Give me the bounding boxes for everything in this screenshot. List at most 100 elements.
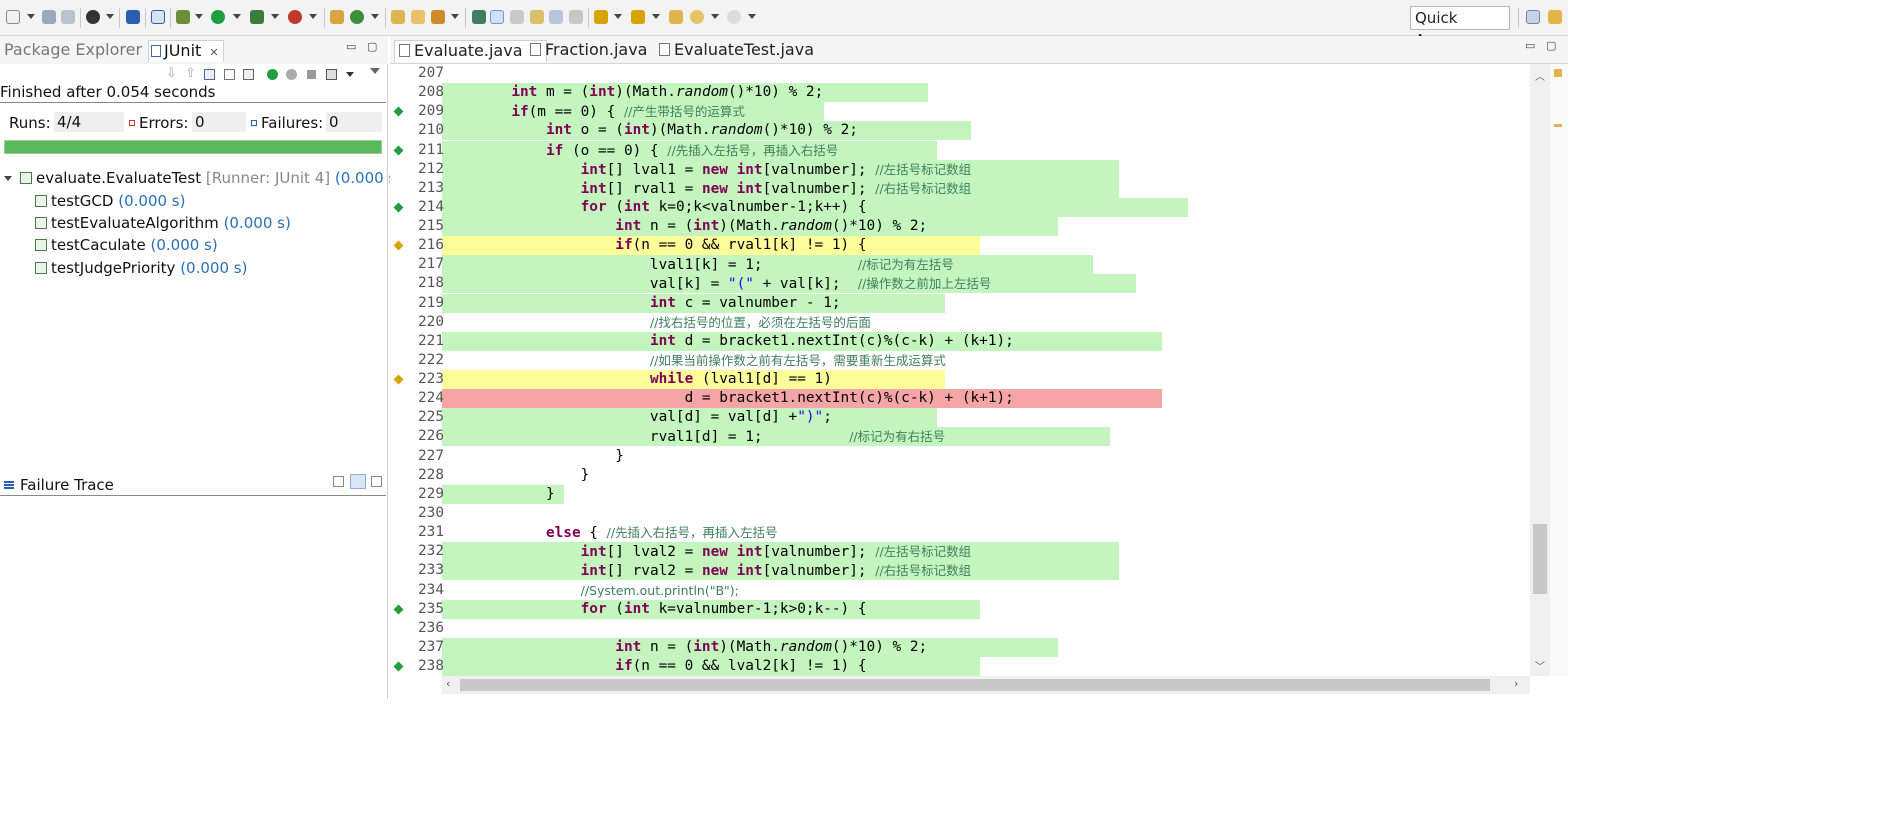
code-line[interactable]: 228 } — [390, 466, 1530, 485]
new-class-dropdown-icon[interactable] — [371, 14, 379, 19]
console-icon[interactable] — [126, 10, 140, 24]
annotation-next-icon[interactable] — [530, 10, 544, 24]
back-icon[interactable] — [690, 10, 704, 24]
code-line[interactable]: 223 while (lval1[d] == 1) — [390, 370, 1530, 390]
run-dropdown-icon[interactable] — [233, 14, 241, 19]
stop-icon[interactable] — [307, 70, 316, 79]
horizontal-scrollbar[interactable]: ‹ › — [442, 676, 1530, 694]
maximize-icon[interactable]: ▢ — [367, 40, 378, 53]
open-perspective-button-icon[interactable] — [1526, 10, 1540, 24]
history-dropdown-icon[interactable] — [346, 72, 354, 77]
view-menu-icon[interactable] — [370, 68, 380, 74]
test-case-row[interactable]: testEvaluateAlgorithm (0.000 s) — [35, 214, 291, 232]
copy-trace-icon[interactable] — [371, 476, 382, 487]
rerun-failed-icon[interactable] — [286, 69, 297, 80]
branch-coverage-diamond-icon[interactable] — [393, 240, 404, 251]
branch-coverage-diamond-icon[interactable] — [393, 202, 404, 213]
layout-icon[interactable] — [243, 69, 254, 80]
previous-annotation-dropdown-icon[interactable] — [652, 14, 660, 19]
open-type-icon[interactable] — [391, 10, 405, 24]
code-line[interactable]: 238 if(n == 0 && lval2[k] != 1) { — [390, 657, 1530, 676]
code-line[interactable]: 211 if (o == 0) { //先插入左括号，再插入右括号 — [390, 140, 1530, 160]
horizontal-scroll-thumb[interactable] — [460, 679, 1490, 691]
test-case-row[interactable]: testCaculate (0.000 s) — [35, 236, 218, 254]
code-line[interactable]: 216 if(n == 0 && rval1[k] != 1) { — [390, 236, 1530, 256]
code-line[interactable]: 230 — [390, 504, 1530, 523]
block-selection-icon[interactable] — [549, 10, 563, 24]
vertical-scroll-thumb[interactable] — [1533, 524, 1547, 594]
tab-evaluatetest-java[interactable]: EvaluateTest.java — [659, 40, 814, 59]
open-perspective-icon[interactable] — [86, 10, 100, 24]
whitespace-icon[interactable] — [510, 10, 524, 24]
test-case-row[interactable]: testJudgePriority (0.000 s) — [35, 259, 247, 277]
minimize-icon[interactable]: ▭ — [346, 40, 357, 53]
forward-icon[interactable] — [727, 10, 741, 24]
open-folder-icon[interactable] — [411, 10, 425, 24]
code-line[interactable]: 219 int c = valnumber - 1; — [390, 293, 1530, 313]
next-failure-icon[interactable]: ⇩ — [166, 66, 177, 81]
maximize-icon[interactable]: ▢ — [1546, 39, 1557, 52]
coverage-icon[interactable] — [250, 10, 264, 24]
code-line[interactable]: 212 int[] lval1 = new int[valnumber]; //… — [390, 159, 1530, 179]
debug-icon[interactable] — [176, 10, 190, 24]
new-dropdown-icon[interactable] — [27, 14, 35, 19]
code-line[interactable]: 221 int d = bracket1.nextInt(c)%(c-k) + … — [390, 331, 1530, 351]
scroll-down-icon[interactable]: ﹀ — [1535, 662, 1545, 673]
code-line[interactable]: 220 //找右括号的位置，必须在左括号的后面 — [390, 313, 1530, 332]
code-line[interactable]: 217 lval1[k] = 1; //标记为有左括号 — [390, 255, 1530, 275]
scroll-left-icon[interactable]: ‹ — [446, 677, 451, 690]
code-line[interactable]: 225 val[d] = val[d] +")"; — [390, 408, 1530, 428]
code-line[interactable]: 231 else { //先插入右括号，再插入左括号 — [390, 523, 1530, 542]
highlight-icon[interactable] — [490, 10, 504, 24]
branch-coverage-diamond-icon[interactable] — [393, 145, 404, 155]
previous-failure-icon[interactable]: ⇧ — [185, 66, 196, 81]
scroll-lock-icon[interactable] — [224, 69, 235, 80]
test-case-row[interactable]: testGCD (0.000 s) — [35, 192, 185, 210]
code-line[interactable]: 233 int[] rval2 = new int[valnumber]; //… — [390, 561, 1530, 581]
code-line[interactable]: 236 — [390, 619, 1530, 638]
branch-coverage-diamond-icon[interactable] — [393, 374, 404, 385]
external-tools-dropdown-icon[interactable] — [309, 14, 317, 19]
show-source-icon[interactable] — [569, 10, 583, 24]
code-line[interactable]: 227 } — [390, 447, 1530, 466]
code-line[interactable]: 234 //System.out.println("B"); — [390, 581, 1530, 600]
next-annotation-icon[interactable] — [594, 10, 608, 24]
branch-coverage-diamond-icon[interactable] — [393, 661, 404, 672]
code-line[interactable]: 229 } — [390, 484, 1530, 504]
minimize-icon[interactable]: ▭ — [1525, 39, 1536, 52]
tab-fraction-java[interactable]: Fraction.java — [530, 40, 647, 59]
code-line[interactable]: 226 rval1[d] = 1; //标记为有右括号 — [390, 427, 1530, 447]
new-class-icon[interactable] — [350, 10, 364, 24]
code-line[interactable]: 215 int n = (int)(Math.random()*10) % 2; — [390, 217, 1530, 237]
quick-access-input[interactable]: Quick Access — [1410, 6, 1510, 49]
coverage-dropdown-icon[interactable] — [271, 14, 279, 19]
scroll-up-icon[interactable]: ︿ — [1535, 72, 1545, 83]
code-line[interactable]: 213 int[] rval1 = new int[valnumber]; //… — [390, 178, 1530, 198]
history-icon[interactable] — [326, 69, 337, 80]
tab-package-explorer[interactable]: Package Explorer — [4, 40, 142, 59]
search-dropdown-icon[interactable] — [451, 14, 459, 19]
code-line[interactable]: 210 int o = (int)(Math.random()*10) % 2; — [390, 121, 1530, 141]
code-line[interactable]: 208 int m = (int)(Math.random()*10) % 2; — [390, 83, 1530, 103]
chevron-down-icon[interactable] — [4, 176, 12, 181]
last-edit-icon[interactable] — [669, 10, 683, 24]
back-dropdown-icon[interactable] — [711, 14, 719, 19]
rerun-test-icon[interactable] — [267, 69, 278, 80]
run-icon[interactable] — [211, 10, 225, 24]
tab-evaluate-java[interactable]: Evaluate.java ✕ — [394, 40, 547, 62]
previous-annotation-icon[interactable] — [631, 10, 645, 24]
skip-breakpoints-icon[interactable] — [151, 10, 165, 24]
warning-marker[interactable] — [1554, 69, 1562, 77]
code-line[interactable]: 237 int n = (int)(Math.random()*10) % 2; — [390, 637, 1530, 657]
java-perspective-icon[interactable] — [1548, 10, 1562, 24]
show-failures-only-icon[interactable] — [204, 69, 215, 80]
code-line[interactable]: 218 val[k] = "(" + val[k]; //操作数之前加上左括号 — [390, 274, 1530, 294]
save-icon[interactable] — [42, 10, 56, 24]
scroll-right-icon[interactable]: › — [1514, 677, 1519, 690]
code-line[interactable]: 224 d = bracket1.nextInt(c)%(c-k) + (k+1… — [390, 389, 1530, 409]
tab-junit[interactable]: JUnit ✕ — [148, 40, 224, 62]
code-line[interactable]: 209 if(m == 0) { //产生带括号的运算式 — [390, 102, 1530, 122]
search-icon[interactable] — [431, 10, 445, 24]
vertical-scrollbar[interactable]: ︿ ﹀ — [1530, 64, 1550, 676]
